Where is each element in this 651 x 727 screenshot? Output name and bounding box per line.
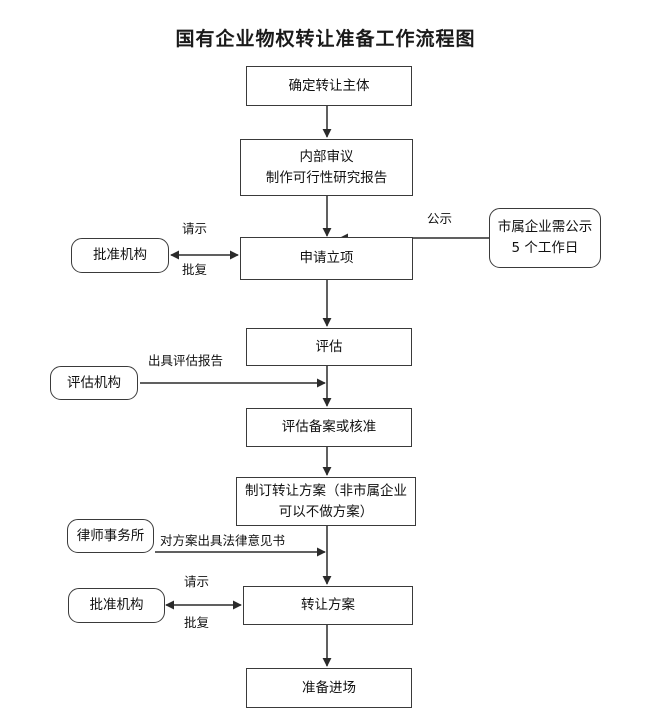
node-determine-subject[interactable]: 确定转让主体 (246, 66, 412, 106)
node-law-firm-label: 律师事务所 (76, 527, 145, 544)
node-internal-review-label-line1: 内部审议 (299, 148, 354, 165)
node-assessment[interactable]: 评估 (246, 328, 412, 366)
node-assessment-filing-label: 评估备案或核准 (281, 419, 377, 436)
node-approval-org-top[interactable]: 批准机构 (71, 238, 169, 273)
node-city-publicity[interactable]: 市属企业需公示 5 个工作日 (489, 208, 601, 268)
node-city-publicity-label-line1: 市属企业需公示 (497, 219, 593, 236)
node-transfer-plan-label: 转让方案 (301, 597, 355, 614)
node-internal-review-label-line2: 制作可行性研究报告 (265, 169, 388, 186)
node-city-publicity-label-line2: 5 个工作日 (511, 240, 579, 256)
node-draft-plan-label-line2: 可以不做方案） (278, 503, 374, 520)
node-prepare-entry-label: 准备进场 (302, 679, 356, 696)
page-title: 国有企业物权转让准备工作流程图 (175, 28, 476, 50)
edge-label-publicity: 公示 (427, 211, 453, 226)
node-approval-org-top-label: 批准机构 (93, 247, 147, 264)
node-internal-review[interactable]: 内部审议 制作可行性研究报告 (240, 139, 413, 196)
edge-label-request-top: 请示 (182, 221, 208, 236)
edge-label-legal-opinion: 对方案出具法律意见书 (160, 533, 286, 548)
node-transfer-plan[interactable]: 转让方案 (243, 586, 413, 625)
node-assessment-filing[interactable]: 评估备案或核准 (246, 408, 412, 447)
node-approval-org-bottom-label: 批准机构 (89, 597, 144, 614)
edge-label-reply-top: 批复 (182, 262, 208, 277)
edge-label-reply-bottom: 批复 (184, 615, 210, 630)
node-apply-project-label: 申请立项 (299, 250, 354, 267)
node-assessment-org-label: 评估机构 (67, 374, 121, 391)
node-approval-org-bottom[interactable]: 批准机构 (68, 588, 165, 623)
node-assessment-label: 评估 (315, 338, 343, 355)
node-prepare-entry[interactable]: 准备进场 (246, 668, 412, 708)
node-assessment-org[interactable]: 评估机构 (50, 366, 138, 400)
node-draft-plan[interactable]: 制订转让方案（非市属企业 可以不做方案） (236, 477, 416, 526)
edge-label-assessment-report: 出具评估报告 (148, 353, 224, 368)
node-draft-plan-label-line1: 制订转让方案（非市属企业 (245, 482, 407, 499)
node-determine-subject-label: 确定转让主体 (288, 77, 370, 94)
edge-label-request-bottom: 请示 (184, 574, 210, 589)
node-law-firm[interactable]: 律师事务所 (67, 519, 154, 553)
node-apply-project[interactable]: 申请立项 (240, 237, 413, 280)
